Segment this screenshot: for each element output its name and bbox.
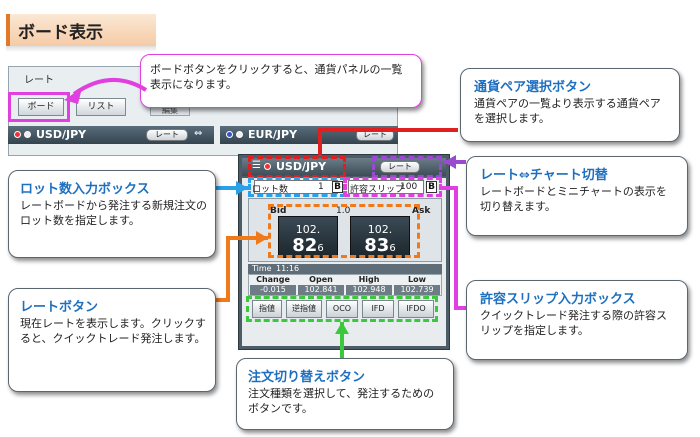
spread-value: 1.0: [336, 206, 351, 216]
stat-header: High: [358, 275, 380, 284]
order-button-ifd[interactable]: IFD: [362, 300, 394, 318]
bid-rate-pip: 6: [317, 243, 324, 254]
ask-rate-big: 83: [364, 235, 390, 256]
lot-value: 1: [318, 182, 324, 192]
section-header: [6, 14, 156, 46]
stat-value: 102.739: [394, 285, 440, 295]
callout-toggle: [466, 156, 688, 236]
highlight-slip: [344, 177, 442, 197]
bid-rate-button[interactable]: 102. 826: [278, 216, 338, 258]
bid-rate-head: 102.: [295, 223, 321, 236]
callout-toggle-title: レート⇔チャート切替: [480, 168, 608, 183]
callout-board-body: ボードボタンをクリックすると、通貨パネルの一覧表示になります。: [150, 63, 403, 91]
callout-toggle-body: レートボードとミニチャートの表示を切り替えます。: [480, 185, 667, 213]
callout-lot: [8, 170, 216, 258]
callout-rate-title: レートボタン: [20, 300, 99, 315]
list-button[interactable]: リスト: [76, 98, 126, 116]
callout-order-body: 注文種類を選択して、発注するためのボタンです。: [248, 387, 435, 415]
slip-label: 許容スリップ: [350, 185, 405, 195]
board-button[interactable]: ボード: [18, 98, 64, 116]
callout-board: [140, 54, 422, 108]
order-button-limit[interactable]: 指値: [252, 300, 282, 318]
rate-chart-toggle[interactable]: レート: [380, 161, 420, 173]
callout-lot-body: レートボードから発注する新規注文のロット数を指定します。: [20, 199, 207, 227]
time-label: Time: [252, 264, 272, 273]
ask-rate-pip: 6: [389, 243, 396, 254]
callout-slip: [466, 280, 688, 360]
lot-label: ロット数: [252, 185, 289, 195]
tab-rate[interactable]: レート: [24, 75, 54, 86]
flag-icon: [236, 131, 243, 138]
callout-slip-title: 許容スリップ入力ボックス: [480, 292, 636, 307]
highlight-rate: [268, 204, 420, 258]
stat-value: 102.948: [346, 285, 392, 295]
bid-label: Bid: [270, 206, 287, 216]
callout-pair-title: 通貨ペア選択ボタン: [474, 80, 592, 95]
callout-lot-title: ロット数入力ボックス: [20, 182, 150, 197]
pair-label-usdjpy: USD/JPY: [36, 128, 87, 141]
highlight-toggle: [372, 156, 442, 178]
bid-rate-big: 82: [292, 235, 318, 256]
pair-select-button[interactable]: USD/JPY: [276, 160, 327, 173]
time-value: 11:16: [276, 264, 300, 273]
callout-order: [236, 358, 454, 430]
swap-icon: ⇔: [194, 128, 203, 139]
stats-table: [248, 274, 442, 296]
b-icon[interactable]: B: [426, 181, 437, 193]
header-shadow: [6, 46, 156, 52]
order-button-ifdo[interactable]: IFDO: [398, 300, 434, 318]
flag-icon: [226, 131, 233, 138]
pair-label-eurjpy: EUR/JPY: [248, 128, 298, 141]
highlight-order: [246, 296, 438, 322]
flag-icon: [264, 163, 271, 170]
ask-rate-head: 102.: [367, 223, 393, 236]
flag-icon: [14, 131, 21, 138]
stat-header: Change: [256, 275, 290, 284]
stat-header: Low: [408, 275, 426, 284]
callout-pair: [460, 68, 680, 142]
stat-value: -0.015: [250, 285, 296, 295]
highlight-pair: [248, 156, 346, 178]
mini-rate-button[interactable]: レート: [146, 129, 188, 141]
ask-label: Ask: [412, 206, 431, 216]
stat-header: Open: [309, 275, 333, 284]
slip-input[interactable]: [348, 180, 424, 194]
callout-order-title: 注文切り替えボタン: [248, 370, 366, 385]
order-button-stop[interactable]: 逆指値: [286, 300, 322, 318]
slip-value: 100: [400, 182, 418, 192]
callout-rate: [8, 288, 216, 392]
b-icon[interactable]: B: [332, 181, 343, 193]
board-button-highlight: [8, 92, 70, 122]
callout-slip-body: クイックトレード発注する際の許容スリップを指定します。: [480, 309, 667, 337]
callout-pair-body: 通貨ペアの一覧より表示する通貨ペアを選択します。: [474, 97, 661, 125]
stat-value: 102.841: [298, 285, 344, 295]
time-row: [248, 264, 442, 274]
section-title: ボード表示: [18, 23, 103, 43]
callout-rate-body: 現在レートを表示します。クリックすると、クイックトレード発注します。: [20, 317, 206, 345]
flag-icon: [24, 131, 31, 138]
menu-icon[interactable]: ☰: [252, 160, 261, 171]
arrow-board: [64, 78, 148, 104]
order-button-oco[interactable]: OCO: [326, 300, 358, 318]
